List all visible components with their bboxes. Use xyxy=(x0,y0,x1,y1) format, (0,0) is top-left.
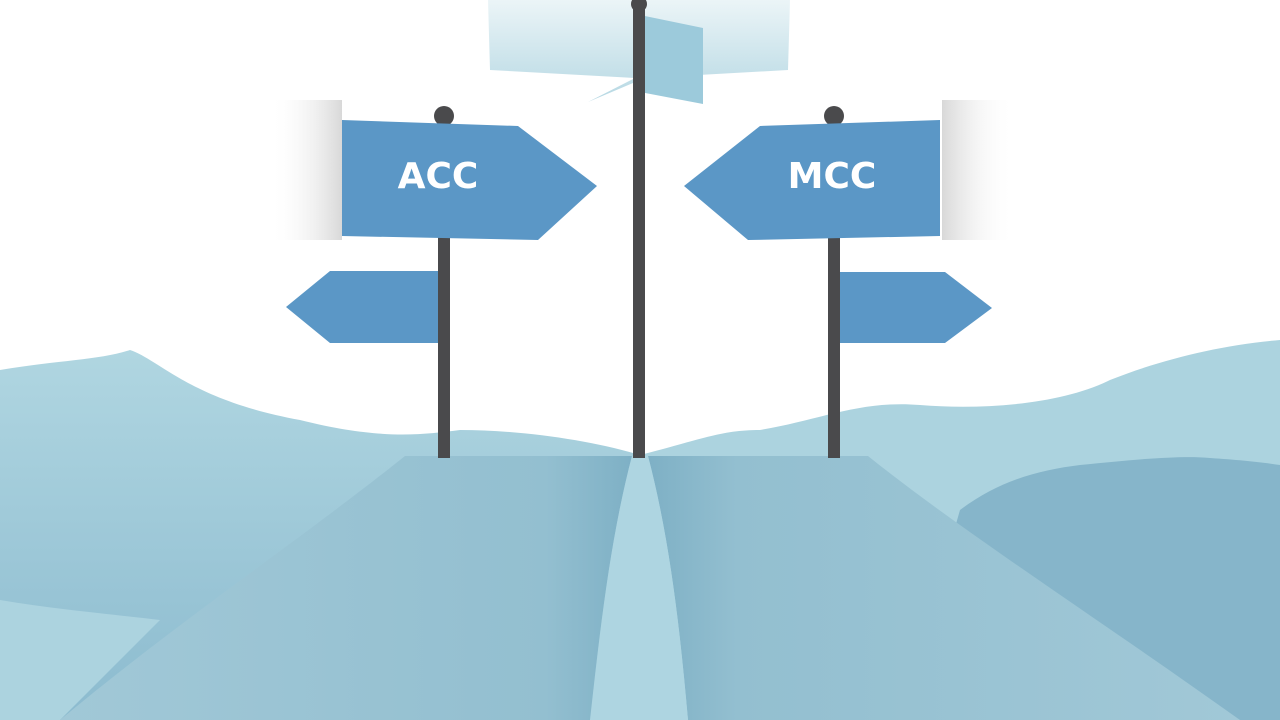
right-lower-arrow xyxy=(840,272,992,343)
center-pole xyxy=(633,0,645,458)
acc-label: ACC xyxy=(398,156,479,197)
left-lower-arrow xyxy=(286,271,438,343)
mcc-sign-arrow-left xyxy=(684,120,940,240)
road xyxy=(60,456,1240,720)
left-signpost xyxy=(270,100,597,458)
acc-sign-arrow-right xyxy=(342,120,597,240)
top-signpost xyxy=(488,0,790,458)
mcc-label: MCC xyxy=(788,156,877,197)
right-signpost xyxy=(684,100,1014,458)
